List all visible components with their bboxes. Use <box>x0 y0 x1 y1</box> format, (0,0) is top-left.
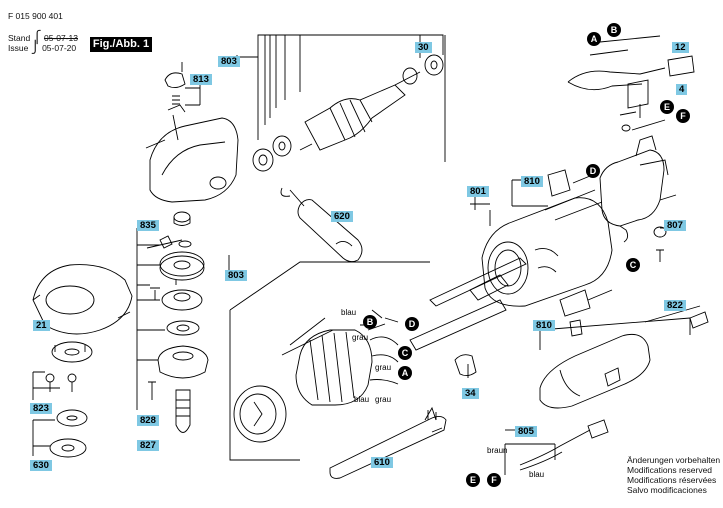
auxiliary-handle <box>297 199 363 263</box>
marker-c-center: C <box>398 346 412 360</box>
armature <box>304 84 406 151</box>
clamp-nut <box>56 409 88 427</box>
bearing <box>402 67 418 85</box>
switch <box>599 149 665 227</box>
bearing <box>424 54 444 76</box>
part-label-835: 835 <box>137 220 159 231</box>
part-label-12: 12 <box>672 42 689 53</box>
fan-baffle <box>233 385 287 443</box>
part-label-828: 828 <box>137 415 159 426</box>
drawing-number: F 015 900 401 <box>8 11 63 21</box>
wire-label-blau: blau <box>341 308 357 317</box>
wire-label-blau: blau <box>354 395 370 404</box>
part-label-822: 822 <box>664 300 686 311</box>
marker-b-top: B <box>607 23 621 37</box>
part-label-21: 21 <box>33 320 50 331</box>
marker-f-top: F <box>676 109 690 123</box>
bevel-gear <box>159 255 205 281</box>
part-label-805: 805 <box>515 426 537 437</box>
part-label-803-lower: 803 <box>225 270 247 281</box>
part-label-827: 827 <box>137 440 159 451</box>
wire-label-braun: braun <box>487 446 508 455</box>
spindle <box>175 389 191 433</box>
spanner-wrench <box>329 415 447 479</box>
marker-e-bottom: E <box>466 473 480 487</box>
marker-a-center: A <box>398 366 412 380</box>
spindle-lock-button <box>164 72 186 89</box>
note-es: Salvo modificaciones <box>627 485 707 495</box>
bearing <box>272 135 292 157</box>
marker-c-right: C <box>626 258 640 272</box>
marker-d-center: D <box>405 317 419 331</box>
spindle-flange <box>157 345 209 379</box>
figure-tag: Fig./Abb. 1 <box>90 37 152 52</box>
part-label-801: 801 <box>467 186 489 197</box>
field-coil <box>295 329 373 406</box>
marker-d-right: D <box>586 164 600 178</box>
power-cord <box>519 429 591 466</box>
part-label-30: 30 <box>415 42 432 53</box>
marker-a-top: A <box>587 32 601 46</box>
bearing <box>252 148 274 172</box>
part-label-813: 813 <box>190 74 212 85</box>
wire-label-grau: grau <box>352 333 369 342</box>
note-en: Modifications reserved <box>627 465 713 475</box>
part-label-823: 823 <box>30 403 52 414</box>
wire-label-blau: blau <box>529 470 545 479</box>
part-label-810-lower: 810 <box>533 320 555 331</box>
rear-handle <box>539 333 651 409</box>
part-label-620: 620 <box>331 211 353 222</box>
part-label-4: 4 <box>676 84 688 95</box>
note-fr: Modifications réservées <box>627 475 717 485</box>
part-label-803: 803 <box>218 56 240 67</box>
marker-e-top: E <box>660 100 674 114</box>
part-label-610: 610 <box>371 457 393 468</box>
part-label-34: 34 <box>462 388 479 399</box>
gear-housing <box>149 117 239 203</box>
stand-date: 05-07-13 <box>43 33 78 43</box>
part-label-807: 807 <box>664 220 686 231</box>
issue-label: Issue ⎭ 05-07-20 <box>8 40 77 54</box>
part-label-630: 630 <box>30 460 52 471</box>
issue-date: 05-07-20 <box>42 43 77 53</box>
wire-label-grau: grau <box>375 363 392 372</box>
bearing-flange <box>161 289 203 311</box>
marker-f-bottom: F <box>487 473 501 487</box>
mains-cable-top <box>567 67 666 91</box>
motor-housing <box>481 197 613 307</box>
marker-b-center: B <box>363 315 377 329</box>
wire-label-grau: grau <box>375 395 392 404</box>
grinding-disc <box>49 438 87 458</box>
part-label-810-top: 810 <box>521 176 543 187</box>
wheel-guard <box>32 264 133 335</box>
modification-notes: Änderungen vorbehalten Modifications res… <box>627 455 720 495</box>
stand-label: Stand ⎧ 05-07-13 <box>8 30 78 44</box>
clamp-flange <box>51 341 93 363</box>
note-de: Änderungen vorbehalten <box>627 455 721 465</box>
